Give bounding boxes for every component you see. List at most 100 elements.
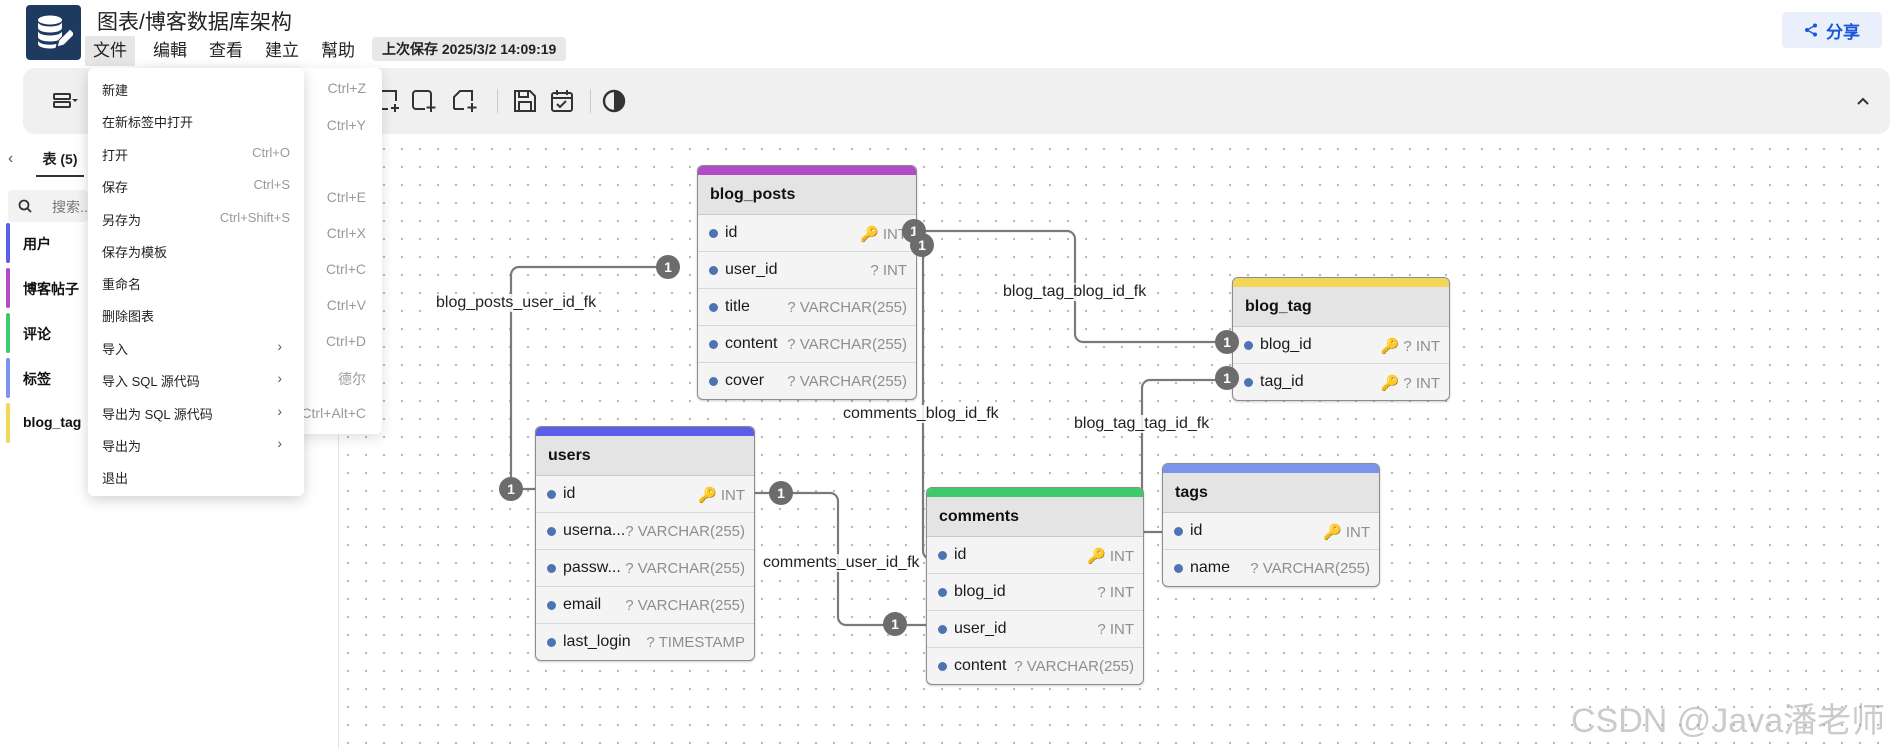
menu-edit[interactable]: 编輯 (153, 41, 187, 60)
field-handle[interactable] (938, 588, 947, 597)
menu-item-export-as[interactable]: 导出为 (102, 439, 142, 454)
calendar-check-icon[interactable] (549, 88, 575, 114)
table-header[interactable]: comments (927, 497, 1143, 537)
field-type: ? VARCHAR(255) (1014, 658, 1134, 675)
table-tags[interactable]: tags id🔑 INT name? VARCHAR(255) (1162, 463, 1380, 587)
table-field[interactable]: title? VARCHAR(255) (698, 289, 916, 326)
relationship-label[interactable]: blog_tag_tag_id_fk (1072, 415, 1212, 433)
field-handle[interactable] (709, 229, 718, 238)
menu-item-save-as-template[interactable]: 保存为模板 (102, 245, 168, 260)
table-field[interactable]: blog_id🔑 ? INT (1233, 327, 1449, 364)
menu-item-export-sql[interactable]: 导出为 SQL 源代码 (102, 407, 213, 422)
menu-item-import[interactable]: 导入 (102, 342, 129, 357)
table-field[interactable]: id🔑 INT (1163, 513, 1379, 550)
table-field[interactable]: last_login? TIMESTAMP (536, 624, 754, 660)
collapse-toolbar-icon[interactable] (1856, 93, 1870, 111)
app-logo[interactable] (26, 5, 81, 60)
table-field[interactable]: passw...? VARCHAR(255) (536, 550, 754, 587)
menu-item-save-as[interactable]: 另存为 (102, 213, 142, 228)
table-comments[interactable]: comments id🔑 INT blog_id? INT user_id? I… (926, 487, 1144, 685)
field-handle[interactable] (1244, 341, 1253, 350)
table-field[interactable]: email? VARCHAR(255) (536, 587, 754, 624)
diagram-title[interactable]: 图表/博客数据库架构 (97, 11, 292, 34)
diagram-canvas[interactable]: blog_posts_user_id_fk blog_tag_blog_id_f… (339, 140, 1890, 749)
field-handle[interactable] (709, 340, 718, 349)
field-name: content (954, 657, 1007, 674)
menu-view[interactable]: 查看 (209, 41, 243, 60)
sidebar-item-users[interactable]: 用户 (6, 223, 88, 263)
table-field[interactable]: id🔑 INT (927, 537, 1143, 574)
menu-item-new[interactable]: 新建 (102, 83, 129, 98)
share-button[interactable]: 分享 (1782, 12, 1882, 48)
save-icon[interactable] (512, 88, 538, 114)
menu-file[interactable]: 文件 (85, 36, 135, 66)
field-name: id (954, 546, 967, 563)
table-header[interactable]: blog_posts (698, 175, 916, 215)
table-field[interactable]: tag_id🔑 ? INT (1233, 364, 1449, 400)
field-handle[interactable] (1244, 378, 1253, 387)
table-field[interactable]: userna...? VARCHAR(255) (536, 513, 754, 550)
menu-item-rename[interactable]: 重命名 (102, 277, 142, 292)
layout-icon[interactable] (52, 88, 78, 114)
table-field[interactable]: cover? VARCHAR(255) (698, 363, 916, 399)
field-handle[interactable] (938, 551, 947, 560)
table-field[interactable]: blog_id? INT (927, 574, 1143, 611)
table-field[interactable]: id🔑 INT (698, 215, 916, 252)
menu-item-import-sql[interactable]: 导入 SQL 源代码 (102, 374, 200, 389)
table-field[interactable]: content ? VARCHAR(255) (927, 648, 1143, 684)
field-handle[interactable] (547, 527, 556, 536)
field-name: user_id (954, 620, 1007, 637)
add-note-icon[interactable] (452, 88, 478, 114)
database-icon (38, 15, 73, 49)
field-handle[interactable] (709, 266, 718, 275)
menu-create[interactable]: 建立 (265, 41, 299, 60)
menu-item-delete-diagram[interactable]: 删除图表 (102, 309, 155, 324)
menu-item-exit[interactable]: 退出 (102, 471, 129, 486)
menu-shortcut: Ctrl+C (325, 261, 366, 277)
sidebar-item-comments[interactable]: 评论 (6, 313, 88, 353)
sidebar-item-blog-posts[interactable]: 博客帖子 (6, 268, 88, 308)
edge-blog-tag-tag-id (1140, 378, 1227, 534)
menu-item-open-new-tab[interactable]: 在新标签中打开 (102, 115, 194, 130)
relationship-label[interactable]: blog_posts_user_id_fk (434, 294, 599, 312)
table-blog-posts[interactable]: blog_posts id🔑 INT user_id? INT title? V… (697, 165, 917, 400)
sidebar-item-blog-tag[interactable]: blog_tag (6, 403, 88, 443)
menu-item-open[interactable]: 打开 (102, 148, 129, 163)
table-header[interactable]: users (536, 436, 754, 476)
tab-tables[interactable]: 表 (5) (36, 143, 84, 177)
field-handle[interactable] (547, 564, 556, 573)
table-header[interactable]: blog_tag (1233, 287, 1449, 327)
relationship-label[interactable]: comments_blog_id_fk (841, 405, 1001, 423)
sidebar-item-tags[interactable]: 标签 (6, 358, 88, 398)
theme-toggle-icon[interactable] (601, 88, 627, 114)
field-handle[interactable] (547, 638, 556, 647)
table-field[interactable]: id🔑 INT (536, 476, 754, 513)
relationship-label[interactable]: comments_user_id_fk (761, 554, 922, 572)
menu-help[interactable]: 幫助 (321, 41, 355, 60)
field-handle[interactable] (938, 625, 947, 634)
sidebar-item-label: 评论 (23, 326, 51, 342)
table-field[interactable]: content? VARCHAR(255) (698, 326, 916, 363)
field-handle[interactable] (938, 662, 947, 671)
field-handle[interactable] (547, 601, 556, 610)
field-handle[interactable] (709, 377, 718, 386)
table-blog-tag[interactable]: blog_tag blog_id🔑 ? INT tag_id🔑 ? INT (1232, 277, 1450, 401)
table-field[interactable]: user_id? INT (927, 611, 1143, 648)
menu-item-save[interactable]: 保存 (102, 180, 129, 195)
chevron-left-icon[interactable]: ‹ (8, 150, 14, 167)
table-color-bar (6, 268, 10, 308)
share-icon (1805, 23, 1817, 37)
table-field[interactable]: name? VARCHAR(255) (1163, 550, 1379, 586)
table-header[interactable]: tags (1163, 473, 1379, 513)
add-area-icon[interactable] (411, 88, 437, 114)
table-color-bar (6, 313, 10, 353)
table-users[interactable]: users id🔑 INT userna...? VARCHAR(255) pa… (535, 426, 755, 661)
field-handle[interactable] (547, 490, 556, 499)
field-handle[interactable] (1174, 564, 1183, 573)
field-handle[interactable] (709, 303, 718, 312)
relationship-label[interactable]: blog_tag_blog_id_fk (1001, 283, 1149, 301)
field-handle[interactable] (1174, 527, 1183, 536)
cardinality-badge: 1 (769, 481, 793, 505)
search-input[interactable] (8, 190, 88, 222)
table-field[interactable]: user_id? INT (698, 252, 916, 289)
